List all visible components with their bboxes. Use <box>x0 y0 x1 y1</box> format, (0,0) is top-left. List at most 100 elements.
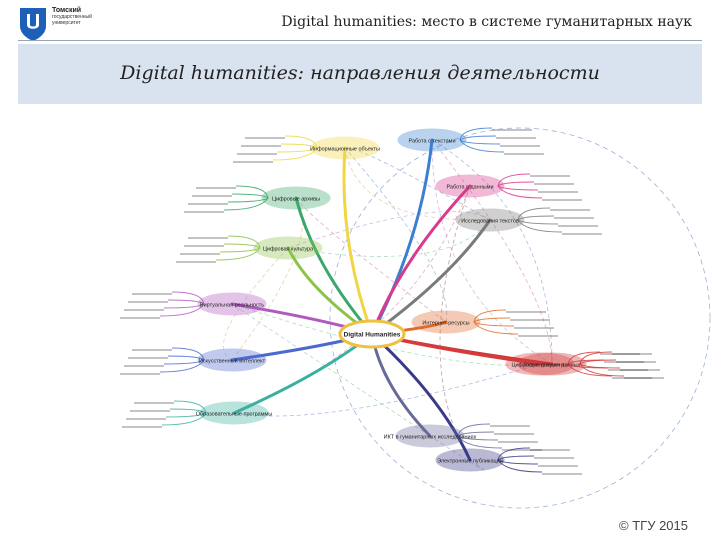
leaf-line <box>567 363 613 377</box>
branch-label: ИКТ в гуманитарных исследованиях <box>384 435 477 441</box>
background-link <box>295 197 447 323</box>
background-link <box>344 147 491 221</box>
leaf-line <box>171 291 205 305</box>
branch-node: Цифровые архивы <box>261 186 331 210</box>
branch-node: Цифровые документы <box>505 352 575 376</box>
branch-label: Визуализация данных <box>524 363 581 369</box>
title-banner: Digital humanities: направления деятельн… <box>18 44 702 104</box>
branch-line <box>370 218 492 336</box>
leaf-line <box>473 317 511 323</box>
branch-line <box>370 184 472 336</box>
leaf-line <box>280 143 318 149</box>
branch-label: Цифровые документы <box>511 363 568 369</box>
leaf-line <box>457 431 495 437</box>
branch-line <box>370 332 472 462</box>
leaf-line <box>497 459 543 473</box>
leaf-line <box>497 173 531 187</box>
branch-line <box>294 196 374 336</box>
leaf-line <box>159 359 205 373</box>
leaf-line <box>459 139 505 153</box>
leaf-line <box>173 400 207 414</box>
leaf-line <box>223 243 261 249</box>
leaf-line <box>579 359 617 365</box>
branch-node: Цифровая культура <box>253 236 323 260</box>
background-link <box>233 185 471 414</box>
leaf-line <box>567 359 605 365</box>
center-label: Digital Humanities <box>344 332 401 339</box>
background-link <box>287 219 491 257</box>
leaf-line <box>497 455 535 461</box>
leaf-line <box>163 303 205 309</box>
branch-label: Образовательные программы <box>196 412 273 418</box>
branch-node: Виртуальная реальность <box>197 292 267 316</box>
leaf-line <box>517 207 551 221</box>
slide-title: Digital humanities: направления деятельн… <box>120 62 600 84</box>
university-logo: Томский государственный университет <box>18 6 148 46</box>
leaf-line <box>517 219 559 225</box>
leaf-line <box>235 185 269 199</box>
leaf-line <box>159 303 205 317</box>
leaf-line <box>567 363 609 369</box>
leaf-line <box>567 351 601 365</box>
branch-label: Работа с текстами <box>408 139 455 145</box>
branch-node: Образовательные программы <box>196 401 273 425</box>
leaf-line <box>473 309 507 323</box>
university-shield-icon <box>20 8 46 41</box>
logo-name: Томский <box>52 7 82 14</box>
leaf-line <box>473 321 519 335</box>
logo-line-1: государственный <box>52 14 92 20</box>
background-link <box>223 247 289 361</box>
leaf-line <box>276 147 318 153</box>
leaf-line <box>517 215 555 221</box>
leaf-line <box>497 459 539 465</box>
branch-node: Информационные объекты <box>310 136 380 160</box>
leaf-line <box>219 247 261 253</box>
background-link <box>231 303 541 366</box>
branch-node: Искусственный интеллект <box>197 348 267 372</box>
background-link <box>344 147 491 221</box>
header-title: Digital humanities: место в системе гума… <box>281 14 692 30</box>
leaf-line <box>459 135 497 141</box>
leaf-line <box>167 299 205 305</box>
branch-label: Искусственный интеллект <box>199 358 266 365</box>
leaf-line <box>579 363 621 369</box>
leaf-line <box>227 235 261 249</box>
leaf-line <box>161 412 207 426</box>
branch-line <box>342 146 374 336</box>
branch-node: Электронные публикации <box>435 448 505 472</box>
mind-map: Информационные объекты Работа с текстамиР… <box>120 127 711 509</box>
center-node: Digital Humanities <box>338 319 406 349</box>
leaf-line <box>459 127 493 141</box>
leaf-line <box>459 139 501 145</box>
leaf-line <box>169 408 207 414</box>
leaf-line <box>497 181 535 187</box>
branch-label: Электронные публикации <box>437 459 503 465</box>
leaf-line <box>272 147 318 161</box>
leaf-line <box>579 351 613 365</box>
leaf-line <box>284 135 318 149</box>
leaf-line <box>227 197 269 203</box>
leaf-line <box>223 197 269 211</box>
leaf-line <box>579 363 625 377</box>
branch-node: Визуализация данных <box>517 352 587 376</box>
leaf-line <box>167 355 205 361</box>
branch-node: ИКТ в гуманитарных исследованиях <box>384 424 477 448</box>
branch-label: Интернет-ресурсы <box>422 321 469 327</box>
background-link <box>344 147 448 323</box>
branch-label: Цифровые архивы <box>272 197 320 203</box>
background-ring <box>329 127 711 509</box>
leaf-line <box>231 193 269 199</box>
leaf-line <box>457 423 491 437</box>
leaf-line <box>215 247 261 261</box>
branch-label: Виртуальная реальность <box>200 303 264 309</box>
branch-label: Информационные объекты <box>310 147 380 153</box>
background-link <box>429 435 484 471</box>
logo-line-2: университет <box>52 20 81 26</box>
branch-node: Работа с текстами <box>397 128 467 152</box>
leaf-line <box>517 219 563 233</box>
leaf-line <box>473 321 515 327</box>
leaf-line <box>497 185 539 191</box>
leaf-line <box>163 359 205 365</box>
branch-label: Работа с данными <box>446 185 493 191</box>
branch-node: Интернет-ресурсы <box>411 310 481 334</box>
